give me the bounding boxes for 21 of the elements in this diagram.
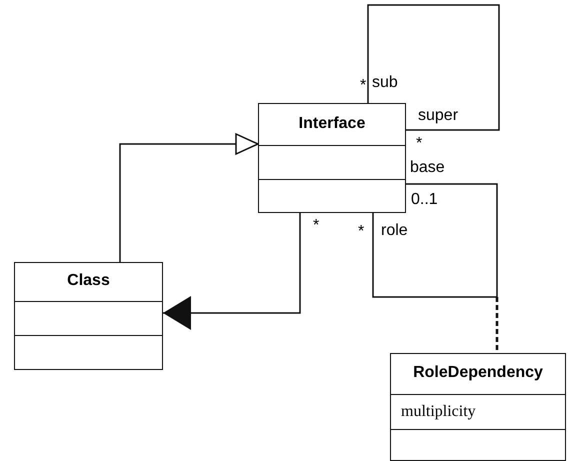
association-line xyxy=(163,213,301,330)
role-label: role xyxy=(381,223,408,239)
attribute: multiplicity xyxy=(401,402,476,420)
class-box xyxy=(258,103,406,213)
class-box xyxy=(14,262,163,370)
dashed-connector xyxy=(496,297,498,353)
class-box xyxy=(390,353,566,461)
multiplicity-label: * xyxy=(313,218,320,234)
role-label: base xyxy=(410,160,445,176)
role-label: super xyxy=(418,108,458,124)
association-line xyxy=(119,133,259,262)
multiplicity-label: * xyxy=(416,136,422,152)
multiplicity-label: * xyxy=(358,224,364,240)
class-name: Class xyxy=(66,272,111,290)
multiplicity-label: 0..1 xyxy=(411,192,438,208)
multiplicity-label: * xyxy=(360,78,366,94)
role-label: sub xyxy=(372,75,398,91)
association-line xyxy=(372,183,498,298)
association-line xyxy=(367,4,500,131)
class-name: Interface xyxy=(298,114,366,132)
class-name: RoleDependency xyxy=(412,364,544,382)
